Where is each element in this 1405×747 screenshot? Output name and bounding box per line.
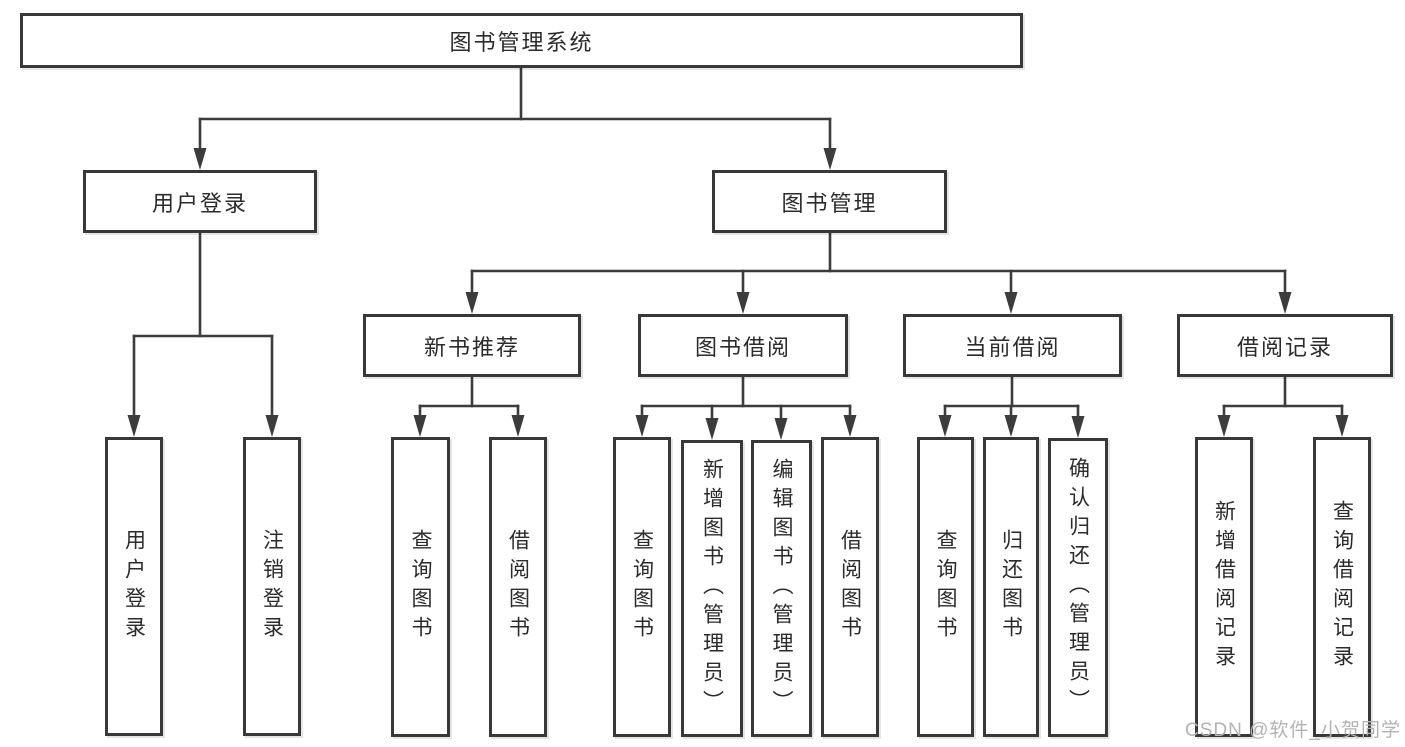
arrowhead-icon [843,415,857,437]
node-label-borrow-books-recommend: 借阅图书 [506,529,530,645]
arrowhead-icon [1217,415,1231,437]
arrowhead-icon [1004,415,1018,437]
arrowhead-icon [265,415,279,437]
node-edit-books-admin: 编辑图书（管理员） [751,440,812,737]
node-label-query-borrow-record: 查询借阅记录 [1330,500,1354,674]
node-label-query-books-current: 查询图书 [934,529,957,645]
node-return-books: 归还图书 [983,437,1039,737]
arrowhead-icon [1071,416,1085,438]
node-confirm-return-admin: 确认归还（管理员） [1048,438,1108,737]
node-label-confirm-return-admin: 确认归还（管理员） [1066,457,1090,718]
node-current-borrow: 当前借阅 [903,314,1122,377]
node-label-query-books-borrow: 查询图书 [630,529,654,645]
arrowhead-icon [823,148,837,170]
arrowhead-icon [736,292,750,314]
node-user-login: 用户登录 [83,170,317,233]
node-label-user-login-action: 用户登录 [122,528,146,645]
node-label-book-management: 图书管理 [781,190,878,216]
node-query-books-borrow: 查询图书 [613,437,671,737]
arrowhead-icon [705,418,719,440]
node-root: 图书管理系统 [20,13,1023,68]
node-add-books-admin: 新增图书（管理员） [681,440,743,737]
node-borrow-records: 借阅记录 [1177,314,1393,377]
node-label-root: 图书管理系统 [449,29,594,55]
node-label-query-books-recommend: 查询图书 [409,529,432,645]
node-logout-action: 注销登录 [243,437,301,736]
node-label-current-borrow: 当前借阅 [964,334,1061,360]
node-label-add-borrow-record: 新增借阅记录 [1212,500,1236,674]
arrowhead-icon [774,418,788,440]
node-borrow-books-recommend: 借阅图书 [489,437,547,737]
node-book-management: 图书管理 [712,170,947,233]
node-label-user-login: 用户登录 [151,190,248,216]
node-borrow-books-borrow: 借阅图书 [821,437,879,737]
arrowhead-icon [193,148,207,170]
watermark: CSDN @软件_小贺同学 [1185,720,1401,741]
node-new-book-recommend: 新书推荐 [363,314,581,377]
node-user-login-action: 用户登录 [105,437,163,736]
node-label-return-books: 归还图书 [999,529,1023,645]
node-label-borrow-books-borrow: 借阅图书 [838,529,862,645]
node-label-add-books-admin: 新增图书（管理员） [700,458,724,719]
arrowhead-icon [1004,292,1018,314]
node-label-book-borrow: 图书借阅 [694,334,791,360]
node-label-borrow-records: 借阅记录 [1236,334,1333,360]
node-book-borrow: 图书借阅 [638,314,848,377]
arrowhead-icon [127,415,141,437]
node-add-borrow-record: 新增借阅记录 [1195,437,1253,737]
arrowhead-icon [465,292,479,314]
node-query-borrow-record: 查询借阅记录 [1313,437,1371,737]
arrowhead-icon [1278,292,1292,314]
arrowhead-icon [413,415,427,437]
node-query-books-recommend: 查询图书 [391,437,450,737]
arrowhead-icon [511,415,525,437]
arrowhead-icon [635,415,649,437]
node-label-logout-action: 注销登录 [260,528,284,645]
node-query-books-current: 查询图书 [917,437,974,737]
arrowhead-icon [1335,415,1349,437]
node-label-edit-books-admin: 编辑图书（管理员） [770,458,793,719]
node-label-new-book-recommend: 新书推荐 [423,334,520,360]
arrowhead-icon [938,415,952,437]
